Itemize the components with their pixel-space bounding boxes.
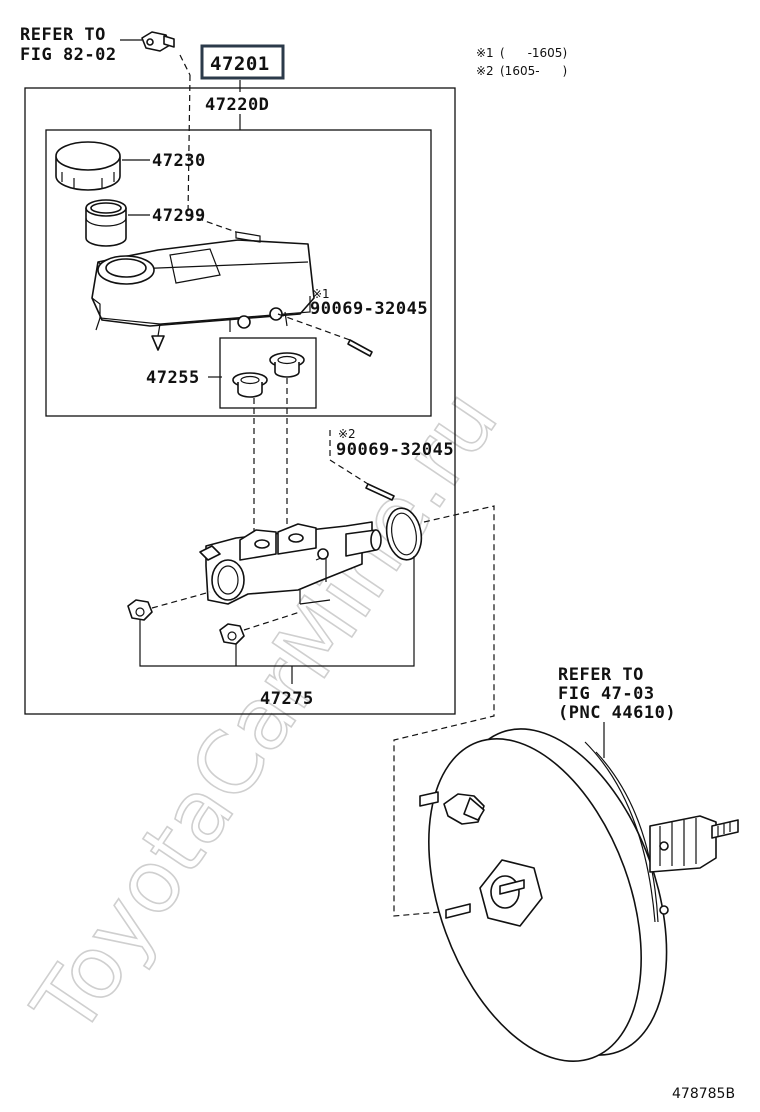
o-ring (385, 507, 423, 561)
note-2-text: (1605- ) (500, 64, 567, 78)
label-pin-1[interactable]: 90069-32045 (310, 299, 428, 319)
label-pin-2[interactable]: 90069-32045 (336, 440, 454, 460)
label-nuts[interactable]: 47275 (260, 689, 314, 709)
nut-right (219, 623, 245, 645)
nut-left (127, 599, 153, 621)
note-1-text: ( -1605) (500, 46, 567, 60)
watermark: ToyotaCarMine.ru (14, 373, 518, 1053)
refer-top-line2: FIG 82-02 (20, 45, 117, 65)
brake-fluid-reservoir (91, 231, 315, 351)
refer-booster-line1: REFER TO (558, 665, 644, 685)
label-grommets[interactable]: 47255 (146, 368, 200, 388)
highlight-part-number[interactable]: 47201 (210, 53, 270, 75)
refer-booster-line2: FIG 47-03 (558, 684, 655, 704)
refer-top-line1: REFER TO (20, 25, 106, 45)
drawing-number: 478785B (672, 1086, 735, 1102)
pin2-mark: ※2 (338, 427, 356, 441)
pin-1 (347, 339, 373, 357)
pin1-mark: ※1 (312, 287, 330, 301)
label-cap[interactable]: 47230 (152, 151, 206, 171)
refer-booster-line3: (PNC 44610) (558, 703, 676, 723)
note-1-mark: ※1 (476, 46, 494, 60)
brake-booster (419, 728, 739, 1062)
assembly-label[interactable]: 47220D (205, 95, 269, 115)
reservoir-cap (55, 141, 121, 191)
grommet-right (269, 352, 305, 378)
note-2-mark: ※2 (476, 64, 494, 78)
grommet-frame (219, 337, 317, 409)
highlight-box (200, 44, 285, 80)
pin-2 (365, 483, 395, 501)
level-sensor-connector (141, 31, 175, 52)
reservoir-strainer (85, 199, 127, 247)
reservoir-frame (45, 129, 432, 417)
grommet-left (232, 372, 268, 398)
master-cylinder (199, 521, 382, 605)
label-strainer[interactable]: 47299 (152, 206, 206, 226)
